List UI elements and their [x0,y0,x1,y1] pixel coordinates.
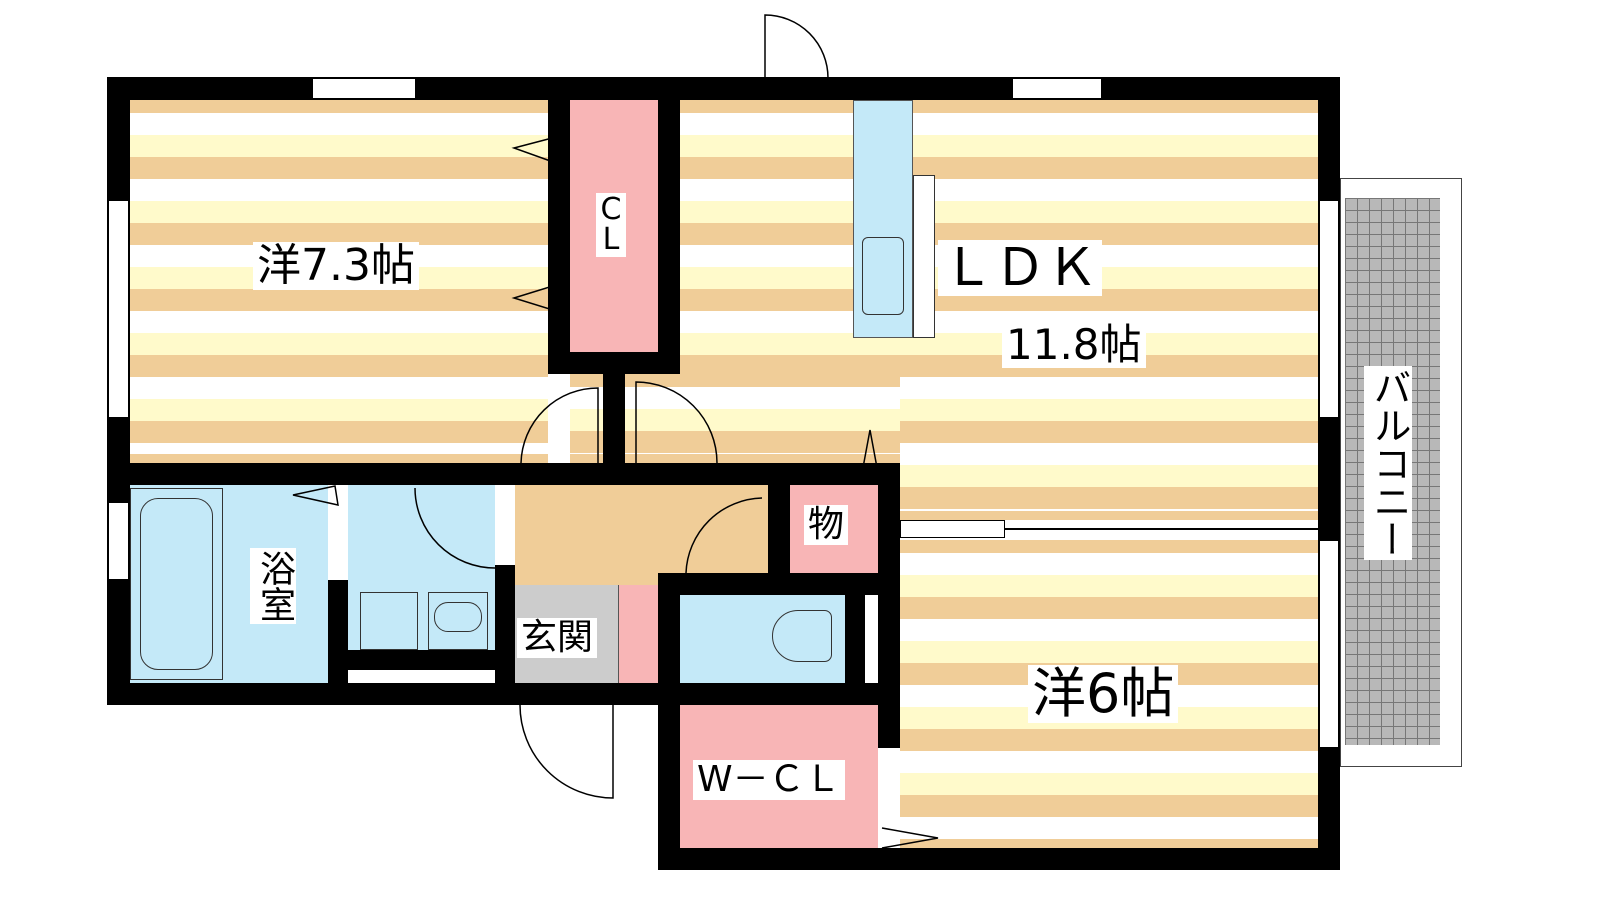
wall-hall-divider [603,374,625,485]
label-closet: CL [596,193,626,257]
bathtub-inner [140,498,213,670]
label-storage: 物 [804,505,849,545]
wall-bath-wash [328,580,348,683]
storage-door[interactable] [861,429,879,474]
door-entrance-top[interactable] [764,14,829,79]
wall-stub [1318,518,1340,540]
label-balcony: バルコニー [1364,366,1412,560]
window-top-left [312,78,416,99]
closet-doors[interactable] [511,136,557,313]
sliding-partition[interactable] [900,520,1005,538]
door-toilet[interactable] [685,497,763,574]
wall-toilet-top [658,573,900,595]
washing-machine [360,592,418,650]
label-walk-in-closet: W－ＣＬ [693,760,845,800]
window-western6-balcony[interactable] [1319,540,1339,748]
bath-door[interactable] [292,485,339,506]
toilet-icon [772,610,832,662]
wash-basin [428,592,488,650]
wall-hall-top [515,463,900,485]
window-left [108,200,129,418]
door-western1[interactable] [520,387,599,464]
window-bath [108,502,129,580]
wall-bottom-right [658,848,1340,870]
wall-closet-right [658,100,680,374]
door-ldk[interactable] [635,381,718,464]
label-ldk: ＬＤＫ [938,240,1103,296]
label-ldk-size: 11.8帖 [1002,322,1146,368]
label-entrance: 玄関 [517,618,598,658]
wall-toilet-right [845,595,865,683]
wall-wash-bottom [348,650,515,670]
sink [862,237,904,315]
shoe-cabinet [618,585,659,683]
window-top-right [1012,78,1102,99]
label-bath: 浴室 [250,548,296,624]
wall-closet-bottom [548,352,680,374]
wall-wcl-top [680,683,900,705]
window-ldk-balcony[interactable] [1319,200,1339,418]
wcl-door[interactable] [881,827,939,849]
basin-bowl [434,602,482,632]
label-western-6: 洋6帖 [1028,665,1179,723]
door-front[interactable] [519,704,614,799]
wall-closet-left [548,100,570,374]
door-washroom[interactable] [414,487,496,569]
wall-toilet-left [658,573,680,870]
balcony [1340,178,1462,767]
label-western-7-3: 洋7.3帖 [253,242,419,290]
bathtub [130,488,223,680]
wall-storage-left [768,485,790,573]
hall-floor [570,374,900,463]
partition-rail [1005,528,1318,530]
counter-edge [913,175,935,338]
wall-bath-top [107,463,515,485]
hallway [515,485,768,585]
wall-wash-right [495,565,515,683]
wall-bottom-left [107,683,680,705]
wall-wcl-right [878,463,900,748]
